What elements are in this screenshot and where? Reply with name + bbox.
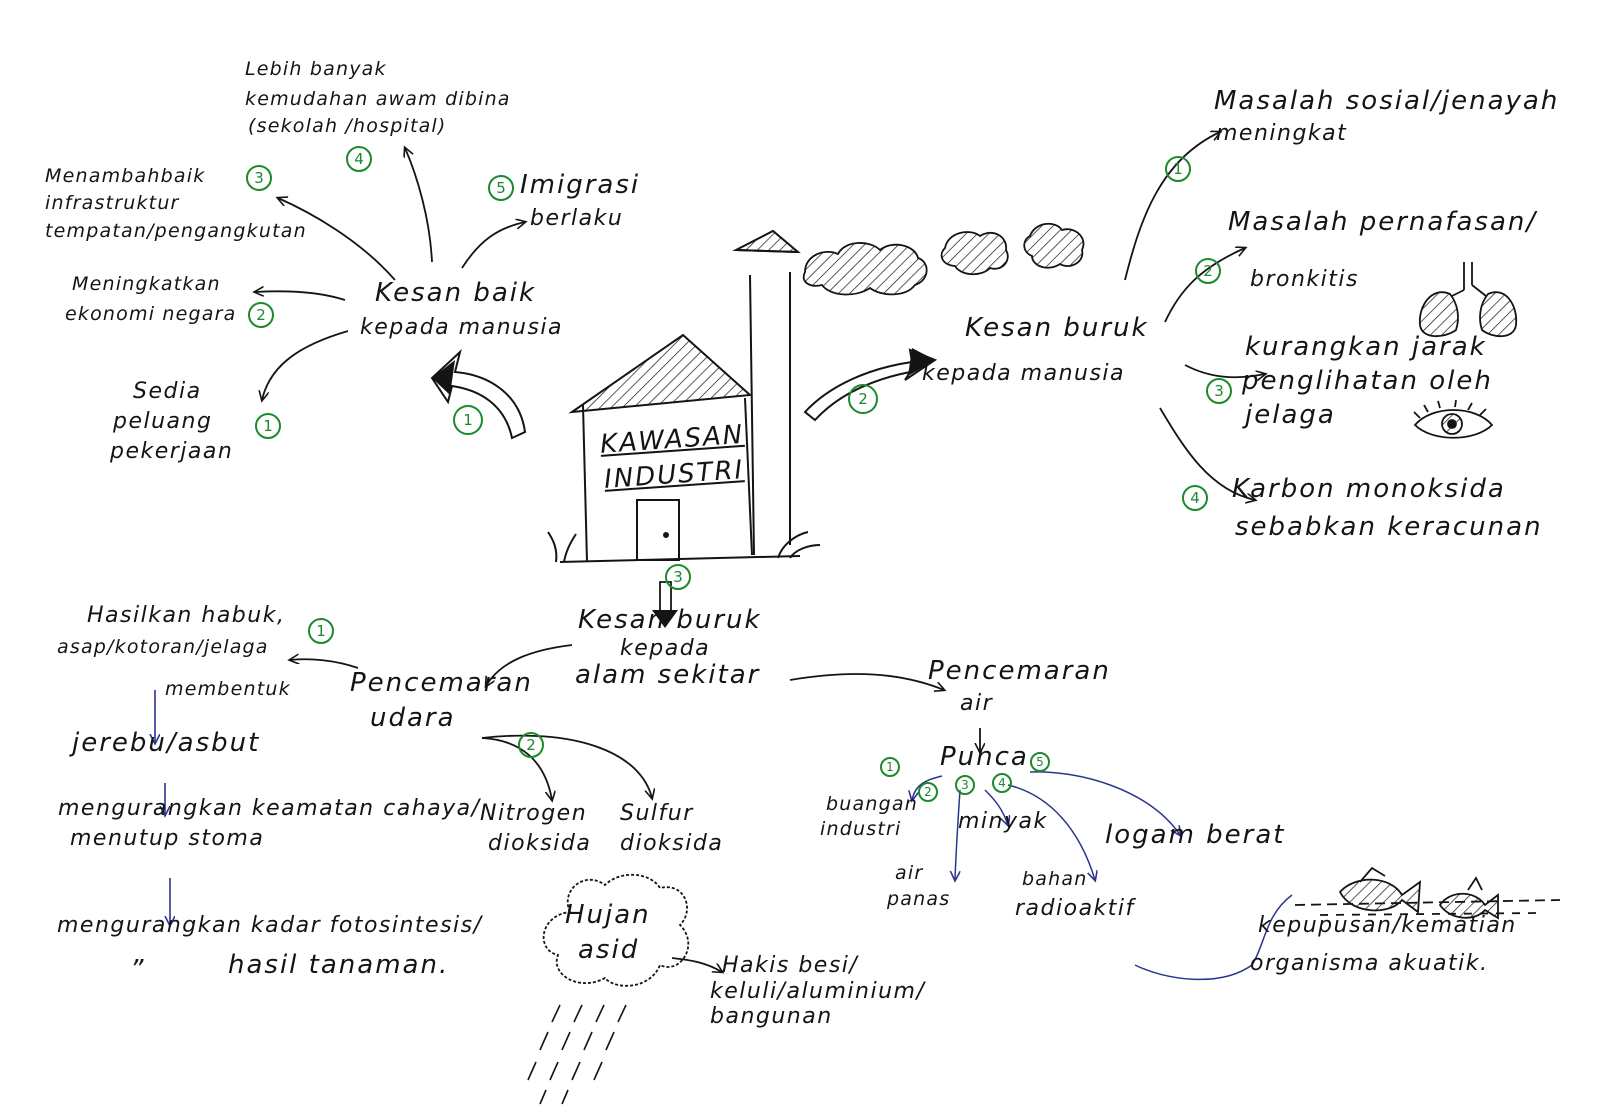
water-source2-number: 2: [918, 782, 938, 802]
air-cahaya-line2: menutup stoma: [70, 825, 264, 852]
water-source1-line2: industri: [820, 818, 901, 841]
bad-human-item3-line1: kurangkan jarak: [1245, 332, 1487, 363]
good-item5-line1: Imigrasi: [520, 170, 640, 201]
air-jerebu: jerebu/asbut: [72, 728, 260, 759]
bad-human-item4-line2: sebabkan keracunan: [1235, 512, 1543, 543]
bad-env-arrow-number: 3: [665, 564, 691, 590]
water-source2-line2: panas: [887, 888, 950, 911]
good-item2-number: 2: [248, 302, 274, 328]
bad-human-item2-number: 2: [1195, 258, 1221, 284]
grass-right: [778, 532, 820, 558]
air-title-line1: Pencemaran: [350, 668, 533, 699]
smoke-icon: [804, 224, 1084, 295]
water-source4-number: 4: [992, 773, 1012, 793]
water-result-line2: organisma akuatik.: [1250, 950, 1489, 977]
good-title-line1: Kesan baik: [375, 278, 536, 309]
lungs-icon: [1420, 262, 1516, 336]
bad-human-item4-number: 4: [1182, 485, 1208, 511]
water-source5-number: 5: [1030, 752, 1050, 772]
good-item4-line2: kemudahan awam dibina: [245, 88, 511, 111]
water-source3-number: 3: [955, 775, 975, 795]
good-arrow-number: 1: [453, 405, 483, 435]
air-gas2-line2: dioksida: [620, 830, 723, 857]
bad-env-title-line3: alam sekitar: [575, 660, 760, 691]
air-fotosintesis-line1: mengurangkan kadar fotosintesis/: [57, 912, 483, 939]
good-item1-line3: pekerjaan: [110, 438, 233, 465]
air-branch2-number: 2: [518, 732, 544, 758]
air-cahaya-line1: mengurangkan keamatan cahaya/: [58, 795, 481, 822]
grass-left: [548, 532, 576, 562]
fish-icon: [1295, 868, 1560, 918]
factory-icon: [548, 231, 820, 562]
bad-human-item2-line2: bronkitis: [1250, 266, 1359, 293]
air-gas1-line2: dioksida: [488, 830, 591, 857]
bad-human-item1-line1: Masalah sosial/jenayah: [1214, 86, 1559, 117]
air-hakis-line2: keluli/aluminium/: [710, 978, 925, 1005]
water-title-line2: air: [960, 690, 993, 717]
good-item5-line2: berlaku: [530, 205, 623, 232]
bad-human-item4-line1: Karbon monoksida: [1232, 474, 1506, 505]
bad-human-item3-line2: penglihatan oleh: [1242, 366, 1493, 397]
air-rain-line2: asid: [578, 935, 639, 966]
bad-human-item1-number: 1: [1165, 156, 1191, 182]
water-source4-line1: bahan: [1022, 868, 1087, 891]
air-gas2-line1: Sulfur: [620, 800, 694, 827]
air-branch1-line2: asap/kotoran/jelaga: [57, 636, 269, 659]
good-item3-number: 3: [246, 165, 272, 191]
good-item3-line1: Menambahbaik: [45, 165, 205, 188]
water-source2-line1: air: [895, 862, 923, 885]
good-item4-line1: Lebih banyak: [245, 58, 387, 81]
water-source1-number: 1: [880, 757, 900, 777]
good-item1-line1: Sedia: [133, 378, 202, 405]
bad-human-item3-number: 3: [1206, 378, 1232, 404]
air-hakis-line1: Hakis besi/: [722, 952, 858, 979]
bad-human-item3-line3: jelaga: [1245, 400, 1336, 431]
water-source1-line1: buangan: [826, 793, 918, 816]
air-rain-line1: Hujan: [565, 900, 651, 931]
bad-human-item1-line2: meningkat: [1216, 120, 1347, 147]
air-gas1-line1: Nitrogen: [480, 800, 587, 827]
air-ditto: ”: [130, 955, 145, 986]
bad-env-title-line2: kepada: [620, 635, 710, 662]
bad-human-title-line1: Kesan buruk: [965, 313, 1149, 344]
bad-human-item2-line1: Masalah pernafasan/: [1228, 207, 1537, 238]
good-title-line2: kepada manusia: [360, 314, 563, 341]
water-source5-line1: logam berat: [1105, 820, 1285, 851]
good-item4-number: 4: [346, 146, 372, 172]
bad-human-title-line2: kepada manusia: [922, 360, 1125, 387]
water-title-line1: Pencemaran: [928, 656, 1111, 687]
water-source4-line2: radioaktif: [1015, 895, 1135, 922]
water-punca: Punca: [940, 742, 1029, 773]
rain-drops: [528, 1005, 626, 1104]
chimney-cap: [736, 231, 798, 252]
good-item1-line2: peluang: [113, 408, 212, 435]
bad-env-title-line1: Kesan buruk: [578, 605, 762, 636]
good-item3-line3: tempatan/pengangkutan: [45, 220, 307, 243]
good-item5-number: 5: [488, 175, 514, 201]
water-result-line1: kepupusan/kematian: [1258, 912, 1517, 939]
factory-door: [637, 500, 679, 560]
good-item2-line2: ekonomi negara: [65, 303, 237, 326]
good-item4-line3: (sekolah /hospital): [248, 115, 447, 138]
air-branch1-number: 1: [308, 618, 334, 644]
good-item3-line2: infrastruktur: [45, 192, 180, 215]
water-source3-line1: minyak: [958, 808, 1048, 835]
air-branch1-line1: Hasilkan habuk,: [87, 602, 285, 629]
air-hakis-line3: bangunan: [710, 1003, 833, 1030]
air-fotosintesis-line2: hasil tanaman.: [228, 950, 449, 981]
good-item2-line1: Meningkatkan: [72, 273, 221, 296]
eye-icon: [1414, 400, 1492, 438]
air-title-line2: udara: [370, 703, 456, 734]
good-item1-number: 1: [255, 413, 281, 439]
air-membentuk: membentuk: [165, 678, 291, 701]
bad-human-arrow-number: 2: [848, 384, 878, 414]
factory-roof: [572, 335, 750, 412]
